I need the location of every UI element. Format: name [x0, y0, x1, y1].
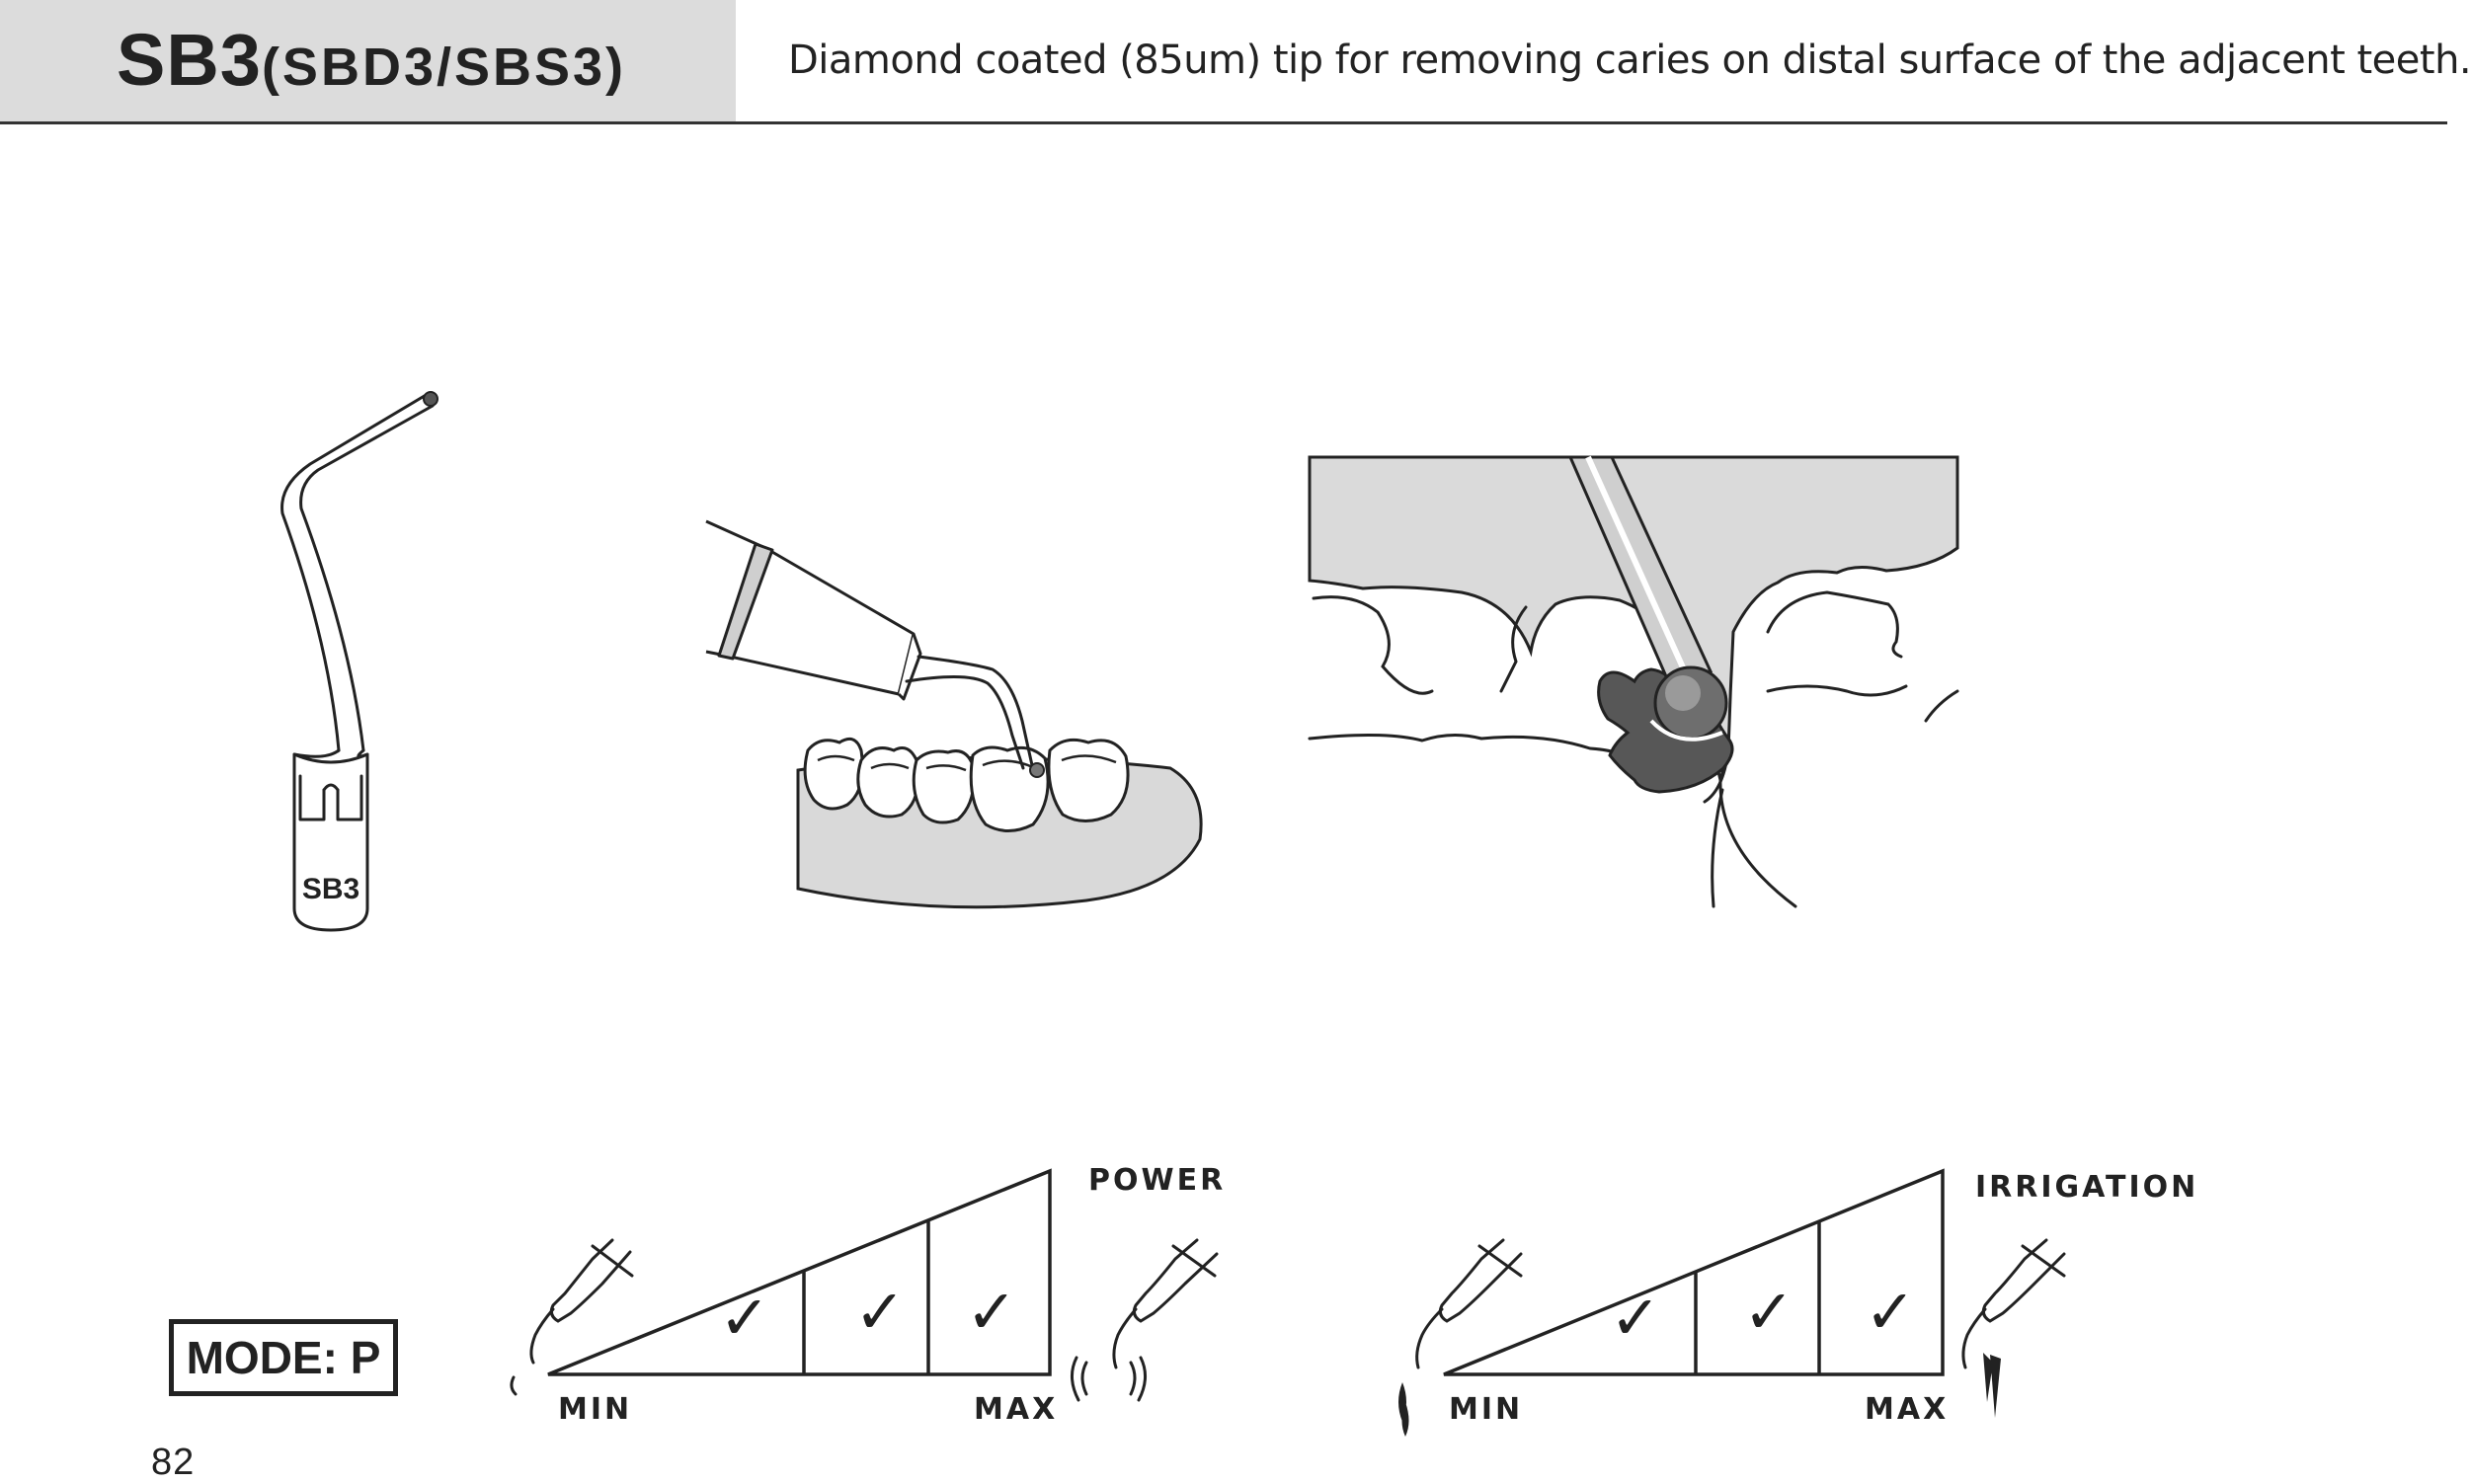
power-check-3: ✓: [854, 1276, 906, 1348]
power-check-2: ✓: [719, 1282, 770, 1354]
tip-label: SB3: [301, 873, 360, 905]
irrigation-max-handpiece-icon: [1961, 1238, 2066, 1369]
irrigation-check-3: ✓: [1743, 1276, 1794, 1348]
power-max-label: MAX: [974, 1392, 1059, 1427]
power-min-label: MIN: [558, 1392, 633, 1427]
model-name: SB3: [117, 19, 262, 101]
page-number: 82: [151, 1442, 196, 1483]
mode-label: MODE: P: [186, 1332, 381, 1383]
title-box: SB3(SBD3/SBS3): [0, 0, 736, 121]
tip-description: Diamond coated (85um) tip for removing c…: [788, 38, 2471, 83]
model-variants: (SBD3/SBS3): [261, 38, 627, 97]
power-min-handpiece-icon: [510, 1238, 634, 1396]
mode-box: MODE: P: [169, 1319, 398, 1396]
irrigation-check-2: ✓: [1610, 1282, 1661, 1354]
page-title: SB3(SBD3/SBS3): [117, 18, 626, 102]
irrigation-max-water-icon: [1983, 1353, 2001, 1418]
irrigation-min-handpiece-icon: [1415, 1238, 1523, 1369]
power-max-handpiece-icon: [1071, 1238, 1219, 1402]
irrigation-check-4: ✓: [1865, 1276, 1916, 1348]
power-check-4: ✓: [966, 1276, 1017, 1348]
irrigation-title: IRRIGATION: [1975, 1170, 2199, 1205]
irrigation-min-label: MIN: [1449, 1392, 1524, 1427]
power-title: POWER: [1088, 1163, 1227, 1198]
header-bar: SB3(SBD3/SBS3) Diamond coated (85um) tip…: [0, 0, 2471, 124]
irrigation-max-label: MAX: [1865, 1392, 1950, 1427]
irrigation-min-drop-icon: [1398, 1382, 1409, 1437]
